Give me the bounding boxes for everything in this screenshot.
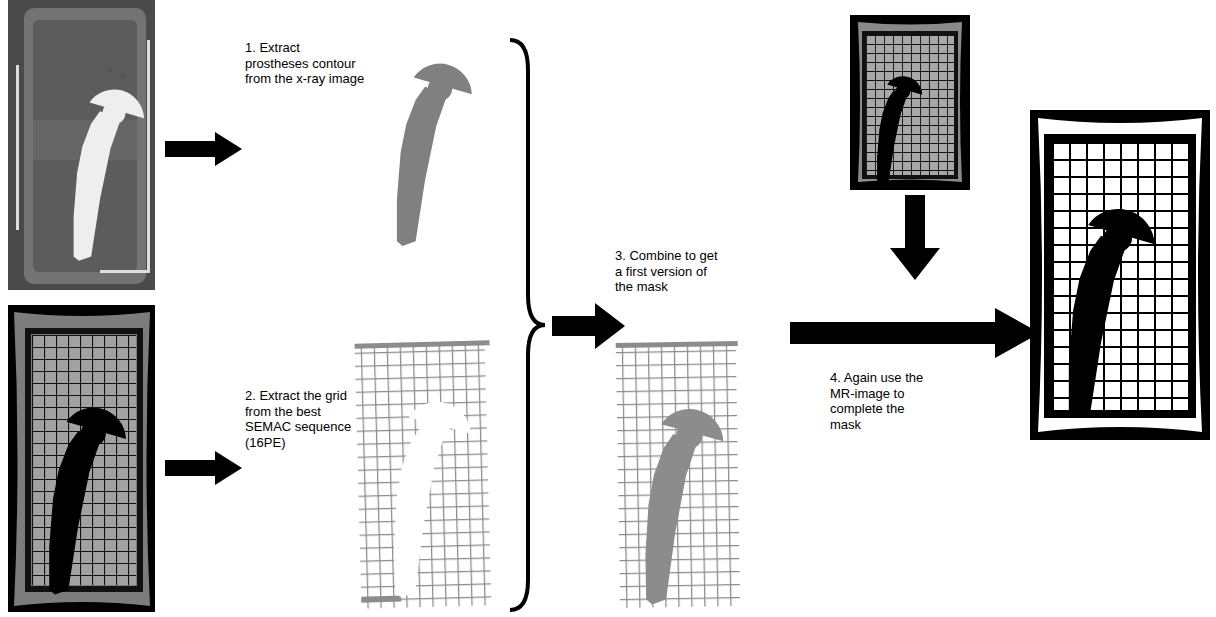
grid-border xyxy=(355,340,490,349)
xray-hole xyxy=(108,68,113,73)
mr-background xyxy=(8,305,155,612)
grid-lines xyxy=(616,344,741,608)
arrow xyxy=(552,303,625,349)
xray-marker xyxy=(147,40,150,270)
arrow xyxy=(165,451,242,485)
grid-lines xyxy=(355,343,492,608)
extracted-grid xyxy=(355,340,497,608)
step-label: 4. Again use the MR-image to complete th… xyxy=(830,370,930,432)
xray-marker xyxy=(100,270,150,273)
arrow xyxy=(790,308,1040,358)
mr-prosthesis xyxy=(49,408,126,595)
grid-hole xyxy=(390,401,475,598)
xray-phantom xyxy=(24,8,146,284)
xray-prosthesis xyxy=(74,89,144,260)
mask-prosthesis xyxy=(1069,209,1155,418)
mask-phantom xyxy=(1038,118,1202,432)
mr-prosthesis xyxy=(877,76,922,186)
grid-border xyxy=(361,596,401,603)
xray-marker xyxy=(16,65,19,230)
combined-mask xyxy=(616,341,743,608)
mr-phantom xyxy=(14,312,150,606)
xray-image xyxy=(8,0,155,290)
curly-brace xyxy=(510,40,545,610)
xray-hole xyxy=(121,74,126,79)
step-label: 1. Extract prostheses contour from the x… xyxy=(245,40,366,87)
mr-thumbnail xyxy=(850,15,970,190)
mr-image xyxy=(8,305,155,612)
mask-prosthesis xyxy=(643,408,726,604)
final-mask xyxy=(1030,110,1210,440)
step-label: 2. Extract the grid from the best SEMAC … xyxy=(245,388,357,450)
mr-background xyxy=(850,15,970,190)
mask-background xyxy=(1030,110,1210,440)
prosthesis-contour xyxy=(397,64,472,246)
xray-background xyxy=(8,0,155,290)
grid-border xyxy=(616,341,738,348)
step-label: 3. Combine to get a first version of the… xyxy=(615,248,721,295)
arrow xyxy=(890,195,940,280)
arrow xyxy=(165,132,242,166)
mr-phantom xyxy=(858,22,962,182)
